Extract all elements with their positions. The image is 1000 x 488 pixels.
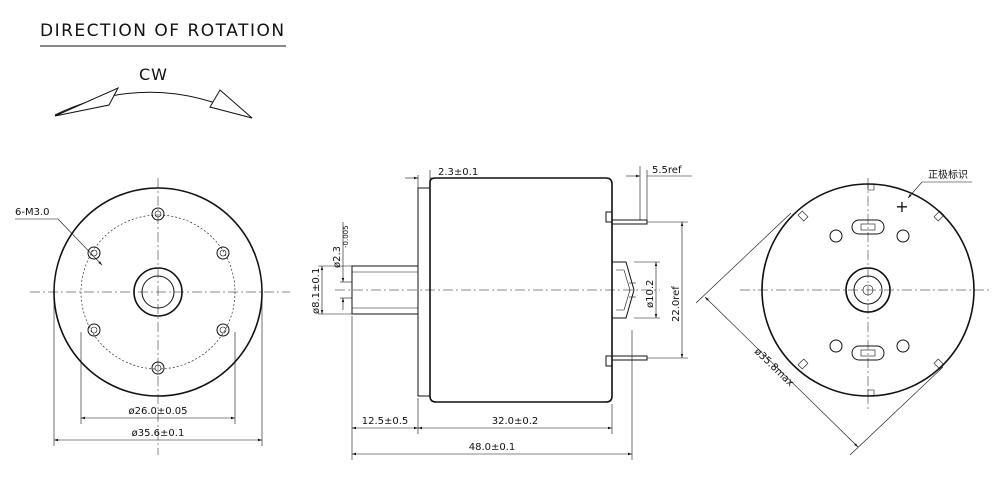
hole-leader <box>57 218 103 266</box>
motor-can <box>429 177 613 403</box>
dim-shaft-length: 12.5±0.5 <box>362 416 409 427</box>
rotation-arrow-icon <box>54 86 253 119</box>
polarity-label: 正极标识 <box>928 168 968 181</box>
dim-shaft-tolerance: -0.005 <box>342 225 350 248</box>
front-bolt-circle <box>80 214 236 370</box>
front-boss-outer <box>133 267 183 317</box>
mounting-hole <box>216 246 230 260</box>
drawing-title: DIRECTION OF ROTATION <box>40 21 286 41</box>
dim-inner-circle: ø26.0±0.05 <box>128 406 187 417</box>
dim-boss: ø8.1±0.1 <box>311 268 322 314</box>
front-boss-inner <box>141 275 175 309</box>
header: DIRECTION OF ROTATION CW <box>40 21 286 119</box>
dim-max-diameter: ø35.8max <box>752 346 796 389</box>
dim-outer-diameter: ø35.6±0.1 <box>132 428 185 439</box>
dim-terminal: 5.5ref <box>652 165 682 176</box>
front-flange <box>417 187 431 397</box>
dim-shaft: ø2.3 <box>332 246 343 268</box>
dim-body-length: 32.0±0.2 <box>492 416 539 427</box>
rotation-label: CW <box>139 65 168 84</box>
polarity-leader <box>907 181 923 199</box>
dim-total-length: 48.0±0.1 <box>469 442 516 453</box>
front-view: 6-M3.0 ø26.0±0.05 ø35.6±0.1 <box>15 178 290 455</box>
mounting-hole <box>216 323 230 337</box>
rear-hole <box>896 229 910 243</box>
mounting-hole <box>87 246 101 260</box>
rear-hole <box>896 339 910 353</box>
polarity-symbol: + <box>895 197 908 216</box>
rear-hole <box>829 339 843 353</box>
rear-hole <box>829 229 843 243</box>
rear-bearing-inner <box>853 275 883 305</box>
side-view: 2.3±0.1 5.5ref ø2.3 -0.005 ø8.1±0.1 ø10.… <box>311 165 692 460</box>
terminal-top <box>611 219 648 225</box>
mounting-hole <box>151 207 165 221</box>
terminal-bottom <box>611 355 648 361</box>
mounting-holes <box>87 207 230 375</box>
dim-bearing: ø10.2 <box>645 280 656 308</box>
dim-flange: 2.3±0.1 <box>438 167 478 178</box>
front-outer-circle <box>53 187 263 397</box>
mounting-hole <box>151 361 165 375</box>
dim-terminal-span: 22.0ref <box>671 286 682 322</box>
mounting-hole <box>87 323 101 337</box>
dim-line-max-diameter <box>704 296 859 448</box>
terminal-slot-top <box>851 219 885 235</box>
rear-view: + 正极标识 ø35.8max <box>695 168 990 456</box>
rear-bearing-outer <box>845 267 891 313</box>
bearing-housing <box>612 261 635 319</box>
hole-callout: 6-M3.0 <box>15 207 50 218</box>
